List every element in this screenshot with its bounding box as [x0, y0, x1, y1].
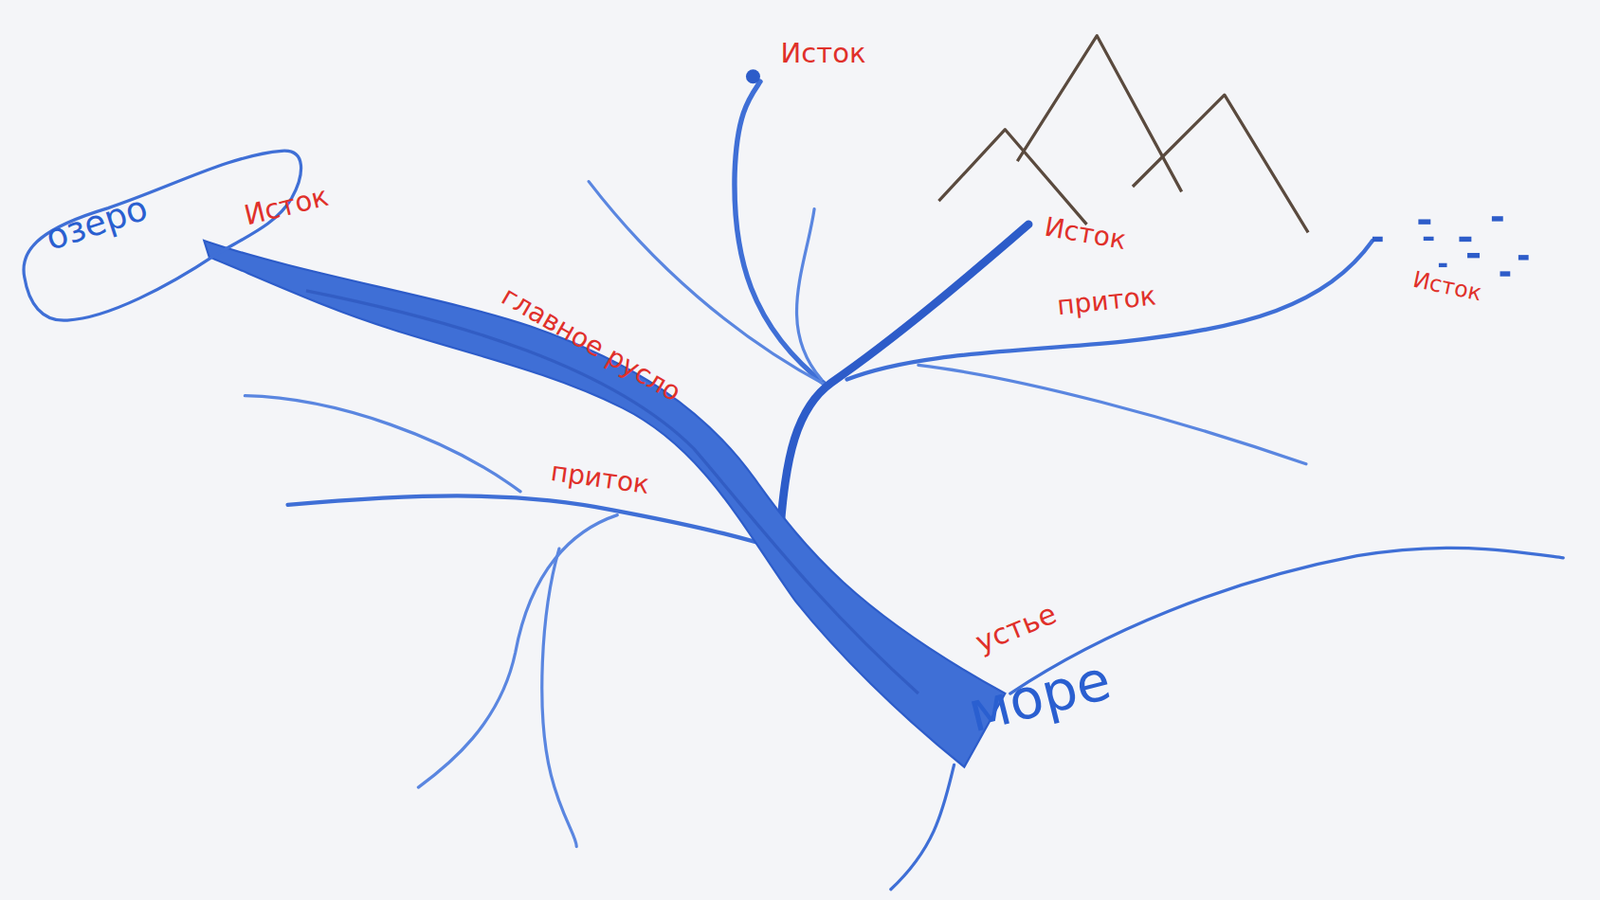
- tributary-label: приток: [548, 456, 652, 500]
- source-label: Исток: [781, 37, 867, 69]
- main-channel: [203, 240, 1005, 767]
- mountains: [938, 36, 1309, 234]
- sea-label: море: [962, 650, 1117, 745]
- spring-dot: [745, 69, 761, 84]
- tributary-label: приток: [1055, 281, 1158, 322]
- tributary: [288, 495, 786, 551]
- lake-name: озеро: [40, 186, 153, 258]
- swamp-dots: [1372, 216, 1529, 277]
- stream: [734, 81, 827, 386]
- source-label: Исток: [1042, 212, 1129, 255]
- stream: [542, 548, 577, 847]
- lake-shape: озеро: [16, 145, 305, 329]
- tributary: [847, 240, 1373, 380]
- source-label: Исток: [1410, 267, 1484, 307]
- coastline: [890, 764, 955, 890]
- stream: [918, 364, 1307, 464]
- stream: [797, 209, 822, 381]
- mouth-label: устье: [971, 599, 1061, 660]
- stream: [244, 396, 521, 492]
- source-label: Исток: [241, 181, 332, 232]
- stream: [418, 515, 618, 788]
- stream: [781, 224, 1030, 527]
